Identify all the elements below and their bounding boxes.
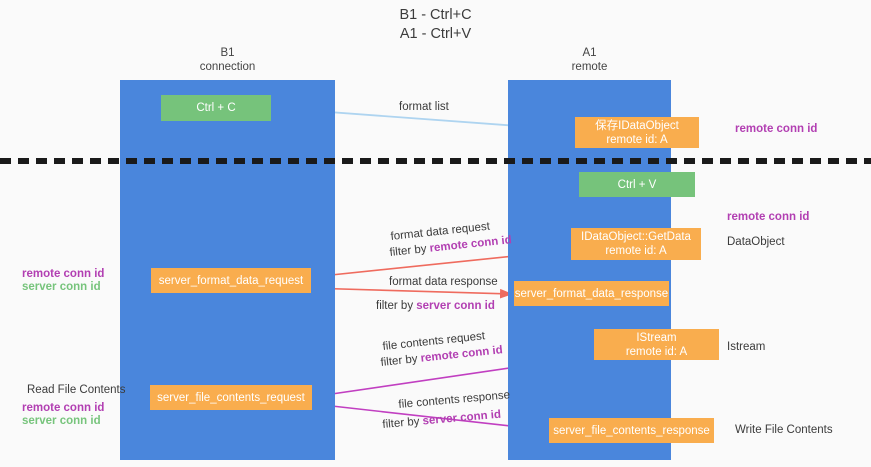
annotation-right-remote-conn-id-mid: remote conn id [727,211,810,223]
edge-label-format-data-response: format data response [389,276,498,288]
node-ctrl-v[interactable]: Ctrl + V [579,172,695,197]
node-server-file-contents-response[interactable]: server_file_contents_response [549,418,714,443]
arrow-format-data-response [307,287,513,299]
node-server-format-data-request-label: server_format_data_request [158,274,304,287]
node-istream[interactable]: IStream remote id: A [594,329,719,360]
annotation-left-server-conn-id-2: server conn id [22,415,101,427]
node-server-file-contents-request-label: server_file_contents_request [157,391,305,404]
edge-label-format-data-response-filter: filter by server conn id [376,300,495,312]
edge-label-format-list: format list [399,101,449,113]
node-save-idataobject-subtitle: remote id: A [606,133,668,146]
node-server-format-data-request[interactable]: server_format_data_request [151,268,311,293]
edge-label-file-contents-response-filter: filter by server conn id [382,409,501,431]
annotation-right-remote-conn-id-top: remote conn id [735,123,818,135]
filter-key-server-conn-id-2: server conn id [422,408,502,428]
filter-prefix-1: filter by [389,242,431,259]
node-save-idataobject[interactable]: 保存IDataObject remote id: A [575,117,699,148]
annotation-left-read-file-contents: Read File Contents [27,384,126,396]
node-ctrl-c[interactable]: Ctrl + C [161,95,271,121]
annotation-left-server-conn-id: server conn id [22,281,101,293]
annotation-right-istream: Istream [727,341,766,353]
node-server-format-data-response[interactable]: server_format_data_response [514,281,669,306]
node-server-file-contents-request[interactable]: server_file_contents_request [150,385,312,410]
node-getdata-title: IDataObject::GetData [581,231,691,243]
lane-header-a1: A1 remote [508,47,671,74]
lane-a1-role: remote [571,60,608,73]
filter-prefix-3: filter by [380,352,422,369]
node-save-idataobject-title: 保存IDataObject [595,119,679,132]
lane-b1-role: connection [199,60,256,73]
filter-prefix-2: filter by [376,300,417,312]
title-line-1: B1 - Ctrl+C [399,7,472,23]
annotation-right-write-file-contents: Write File Contents [735,424,833,436]
edge-label-file-contents-response: file contents response [398,389,510,411]
filter-prefix-4: filter by [382,415,424,431]
title-line-2: A1 - Ctrl+V [399,26,472,42]
annotation-left-remote-conn-id-2: remote conn id [22,402,105,414]
node-ctrl-v-label: Ctrl + V [617,178,657,191]
node-istream-subtitle: remote id: A [625,345,688,358]
node-getdata-subtitle: remote id: A [605,245,667,257]
node-idataobject-getdata[interactable]: IDataObject::GetData remote id: A [571,228,701,260]
node-server-format-data-response-label: server_format_data_response [514,287,669,300]
filter-key-server-conn-id-1: server conn id [416,300,495,312]
node-istream-title: IStream [636,331,677,344]
diagram-title: B1 - Ctrl+C A1 - Ctrl+V [0,6,871,44]
node-server-file-contents-response-label: server_file_contents_response [553,424,710,437]
lane-a1-name: A1 [582,47,597,59]
edge-label-file-contents-response-text: file contents response [398,389,511,411]
annotation-right-dataobject: DataObject [727,236,785,248]
annotation-left-remote-conn-id: remote conn id [22,268,105,280]
lane-b1-name: B1 [220,47,235,59]
node-ctrl-c-label: Ctrl + C [196,102,236,114]
lane-header-b1: B1 connection [120,47,335,74]
